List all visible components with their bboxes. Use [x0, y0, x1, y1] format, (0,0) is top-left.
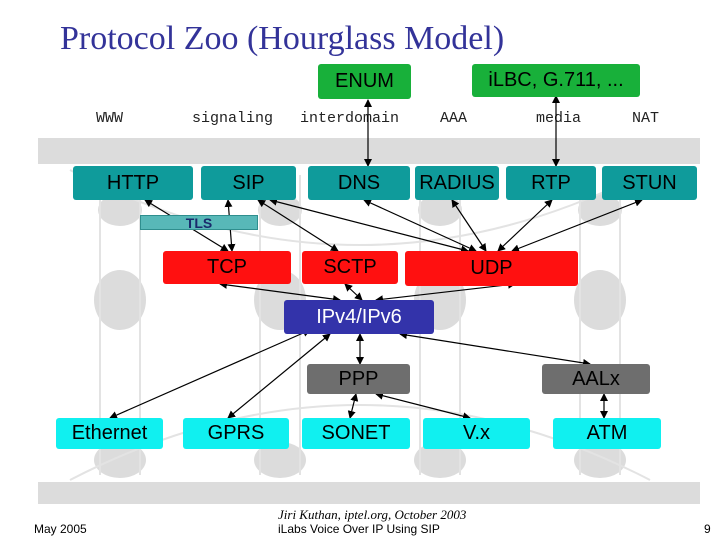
footer-subtitle: iLabs Voice Over IP Using SIP: [278, 522, 440, 536]
box-sip: SIP: [201, 166, 296, 200]
link-ip-ethernet: [109, 329, 311, 419]
link-udp-ip: [375, 280, 516, 304]
link-ip-gprs: [227, 333, 331, 419]
box-http: HTTP: [73, 166, 193, 200]
footer-date: May 2005: [34, 522, 87, 536]
link-rtp-udp: [497, 199, 553, 252]
link-dns-udp: [363, 199, 477, 252]
link-ppp-sonet: [347, 393, 359, 419]
category-signaling: signaling: [192, 110, 274, 127]
category-nat: NAT: [632, 110, 660, 127]
box-udp: UDP: [405, 251, 578, 286]
slide-title: Protocol Zoo (Hourglass Model): [60, 20, 505, 57]
box-radius: RADIUS: [415, 166, 499, 200]
box-codecs: iLBC, G.711, ...: [472, 64, 640, 97]
category-www: WWW: [96, 110, 124, 127]
link-ip-aalx: [399, 331, 591, 367]
link-sctp-ip: [344, 283, 363, 301]
page-number: 9: [704, 522, 711, 536]
footer-center: Jiri Kuthan, iptel.org, October 2003 iLa…: [278, 507, 466, 537]
link-radius-udp: [451, 199, 487, 252]
link-ppp-vx: [375, 391, 471, 421]
footer-author: Jiri Kuthan, iptel.org, October 2003: [278, 507, 467, 522]
link-stun-udp: [511, 198, 643, 253]
box-vx: V.x: [423, 418, 530, 449]
box-stun: STUN: [602, 166, 697, 200]
box-ppp: PPP: [307, 364, 410, 394]
box-tls: TLS: [140, 215, 258, 231]
box-dns: DNS: [308, 166, 410, 200]
box-rtp: RTP: [506, 166, 596, 200]
category-interdomain: interdomain: [300, 110, 400, 127]
box-enum: ENUM: [318, 64, 411, 99]
box-gprs: GPRS: [183, 418, 289, 449]
box-ipv4-ipv6: IPv4/IPv6: [284, 300, 434, 334]
box-tcp: TCP: [163, 251, 291, 284]
box-sonet: SONET: [302, 418, 410, 449]
box-ethernet: Ethernet: [56, 418, 163, 449]
box-aalx: AALx: [542, 364, 650, 394]
link-tcp-ip: [219, 280, 341, 304]
box-sctp: SCTP: [302, 251, 398, 284]
category-aaa: AAA: [440, 110, 468, 127]
link-sip-udp: [269, 197, 469, 254]
box-atm: ATM: [553, 418, 661, 449]
